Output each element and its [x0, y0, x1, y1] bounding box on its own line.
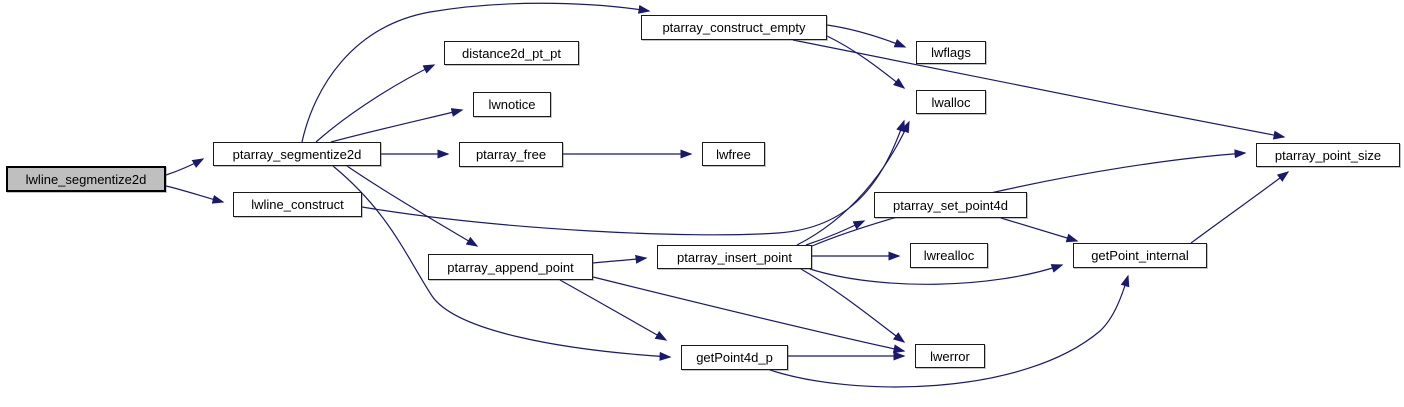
graph-node-ptarray_free[interactable]: ptarray_free [459, 142, 563, 167]
graph-node-ptarray_point_size[interactable]: ptarray_point_size [1256, 143, 1400, 167]
graph-node-ptarray_construct_empty[interactable]: ptarray_construct_empty [641, 15, 827, 40]
edge-lwline_segmentize2d-to-ptarray_segmentize2d [165, 158, 205, 176]
edge-ptarray_insert_point-to-lwerror [800, 268, 906, 343]
graph-node-distance2d_pt_pt[interactable]: distance2d_pt_pt [444, 41, 579, 65]
edge-ptarray_segmentize2d-to-lwnotice [330, 108, 464, 143]
edge-ptarray_segmentize2d-to-ptarray_append_point [346, 165, 479, 247]
edge-ptarray_insert_point-to-ptarray_point_size [811, 149, 1247, 247]
edge-ptarray_insert_point-to-getPoint_internal [809, 264, 1064, 285]
graph-node-lwalloc[interactable]: lwalloc [916, 90, 986, 114]
edge-ptarray_segmentize2d-to-ptarray_construct_empty [301, 2, 651, 143]
edge-ptarray_segmentize2d-to-getPoint4d_p [332, 165, 672, 361]
edge-ptarray_insert_point-to-ptarray_set_point4d [805, 220, 866, 246]
edge-ptarray_set_point4d-to-getPoint_internal [1000, 217, 1079, 243]
graph-node-lwfree[interactable]: lwfree [702, 142, 765, 166]
edge-ptarray_construct_empty-to-lwalloc [826, 35, 906, 89]
graph-node-getPoint4d_p[interactable]: getPoint4d_p [681, 345, 788, 370]
edge-getPoint_internal-to-ptarray_point_size [1190, 171, 1290, 244]
edge-lwline_segmentize2d-to-lwline_construct [165, 185, 225, 204]
edge-ptarray_insert_point-to-lwalloc [796, 120, 910, 246]
edge-ptarray_append_point-to-lwerror [592, 276, 906, 354]
edge-ptarray_append_point-to-ptarray_insert_point [592, 254, 648, 264]
graph-node-getPoint_internal[interactable]: getPoint_internal [1073, 243, 1207, 268]
graph-node-ptarray_append_point[interactable]: ptarray_append_point [428, 254, 593, 280]
edge-lwline_construct-to-lwalloc [361, 119, 905, 236]
edge-ptarray_segmentize2d-to-distance2d_pt_pt [315, 64, 436, 143]
graph-node-lwrealloc[interactable]: lwrealloc [910, 243, 988, 268]
edge-ptarray_append_point-to-getPoint4d_p [559, 279, 668, 341]
graph-node-lwline_construct[interactable]: lwline_construct [233, 192, 362, 217]
graph-node-lwline_segmentize2d: lwline_segmentize2d [6, 166, 166, 192]
graph-node-ptarray_set_point4d[interactable]: ptarray_set_point4d [874, 192, 1027, 218]
graph-node-ptarray_insert_point[interactable]: ptarray_insert_point [657, 245, 812, 269]
edge-getPoint4d_p-to-getPoint_internal [769, 274, 1130, 388]
edge-ptarray_construct_empty-to-lwflags [826, 24, 907, 48]
graph-node-lwerror[interactable]: lwerror [915, 344, 985, 368]
graph-node-lwflags[interactable]: lwflags [916, 41, 986, 64]
graph-node-ptarray_segmentize2d[interactable]: ptarray_segmentize2d [213, 142, 381, 166]
edge-ptarray_construct_empty-to-ptarray_point_size [792, 39, 1286, 140]
graph-node-lwnotice[interactable]: lwnotice [473, 92, 551, 117]
